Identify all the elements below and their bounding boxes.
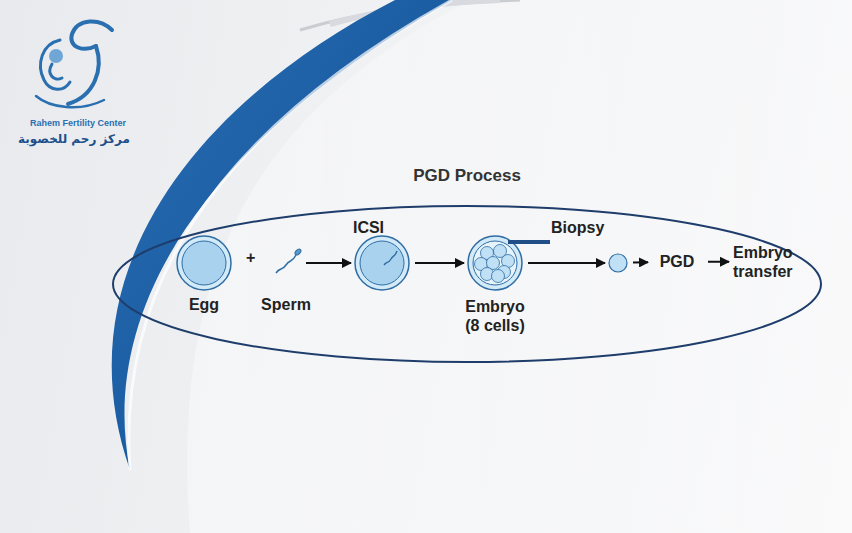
flow-arrow: [708, 261, 729, 263]
injected-sperm: [384, 251, 397, 265]
egg-zona: [355, 236, 409, 290]
logo-stroke: [36, 96, 104, 107]
embryo-node: Embryo (8 cells): [440, 235, 550, 345]
embryo-inner: [473, 241, 517, 285]
sperm-node: Sperm: [250, 235, 322, 319]
logo-arabic-name: مركز رحم للخصوبة: [18, 132, 130, 146]
edge-label: ICSI: [353, 218, 384, 237]
egg-cell: [176, 235, 232, 291]
logo-stroke: [41, 40, 70, 89]
node-label: Sperm: [250, 295, 322, 314]
step-text: Embryo transfer: [733, 243, 823, 287]
process-ellipse: PGD ProcessEgg Sperm Embryo (8 cells) PGD Em…: [110, 160, 824, 364]
step-text: PGD: [652, 252, 702, 274]
flow-arrow: [633, 261, 648, 263]
node-label: Embryo transfer: [733, 243, 823, 281]
egg-zona: [177, 236, 231, 290]
egg-cytoplasm: [182, 241, 226, 285]
egg-cytoplasm: [360, 241, 404, 285]
diagram-heading: PGD Process: [110, 166, 824, 186]
zygote-node: [354, 235, 410, 291]
logo-fetus: [49, 49, 63, 63]
fertilized-egg: [354, 235, 410, 291]
logo-stroke: [68, 46, 99, 104]
node-label: Embryo (8 cells): [457, 297, 533, 335]
sperm-tail: [276, 255, 296, 273]
logo-mark: [36, 21, 112, 107]
blue-swoosh: [112, 0, 452, 470]
swoosh-highlight: [129, 0, 452, 470]
node-label: Egg: [172, 295, 236, 314]
sperm-head: [294, 248, 302, 256]
sperm-icon: [250, 235, 322, 291]
logo-stroke: [50, 64, 62, 79]
biopsy-pipette: [508, 240, 550, 244]
node-label: PGD: [652, 252, 702, 271]
single-cell: [609, 254, 627, 272]
flow-arrow: [528, 262, 605, 264]
embryo-zona: [468, 236, 522, 290]
plus-sign: +: [246, 249, 255, 267]
flow-arrow: [415, 262, 464, 264]
egg-node: Egg: [172, 235, 236, 319]
flow-arrow: [306, 262, 351, 264]
ellipse-outline: [113, 206, 821, 362]
cell-node: [608, 253, 628, 273]
blastomere: [492, 270, 505, 283]
logo-name: Rahem Fertility Center: [30, 118, 126, 128]
biopsied-cell: [608, 253, 628, 273]
biopsy-label: Biopsy: [551, 219, 604, 237]
embryo-icon: [440, 235, 550, 291]
logo-stroke: [71, 21, 112, 48]
